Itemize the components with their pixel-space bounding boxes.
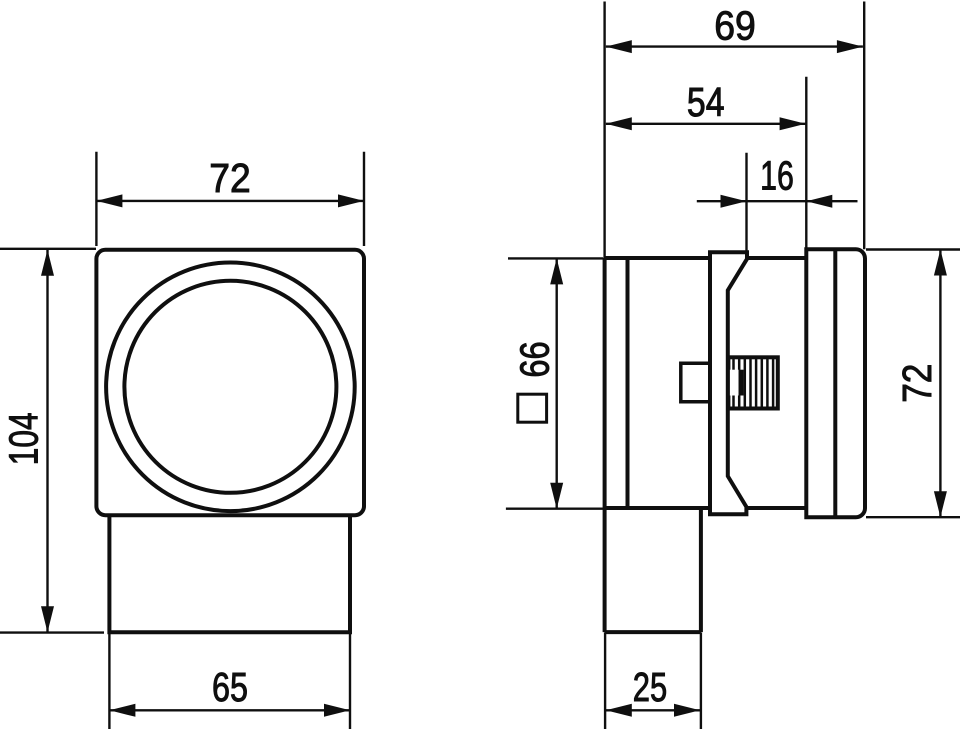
svg-text:104: 104 (1, 412, 47, 465)
svg-text:69: 69 (714, 3, 756, 49)
svg-text:66: 66 (512, 341, 558, 377)
svg-text:16: 16 (760, 153, 794, 199)
svg-text:65: 65 (212, 664, 248, 710)
svg-text:54: 54 (687, 79, 725, 125)
svg-text:72: 72 (209, 155, 251, 201)
svg-text:72: 72 (894, 364, 940, 403)
svg-text:25: 25 (633, 664, 667, 710)
